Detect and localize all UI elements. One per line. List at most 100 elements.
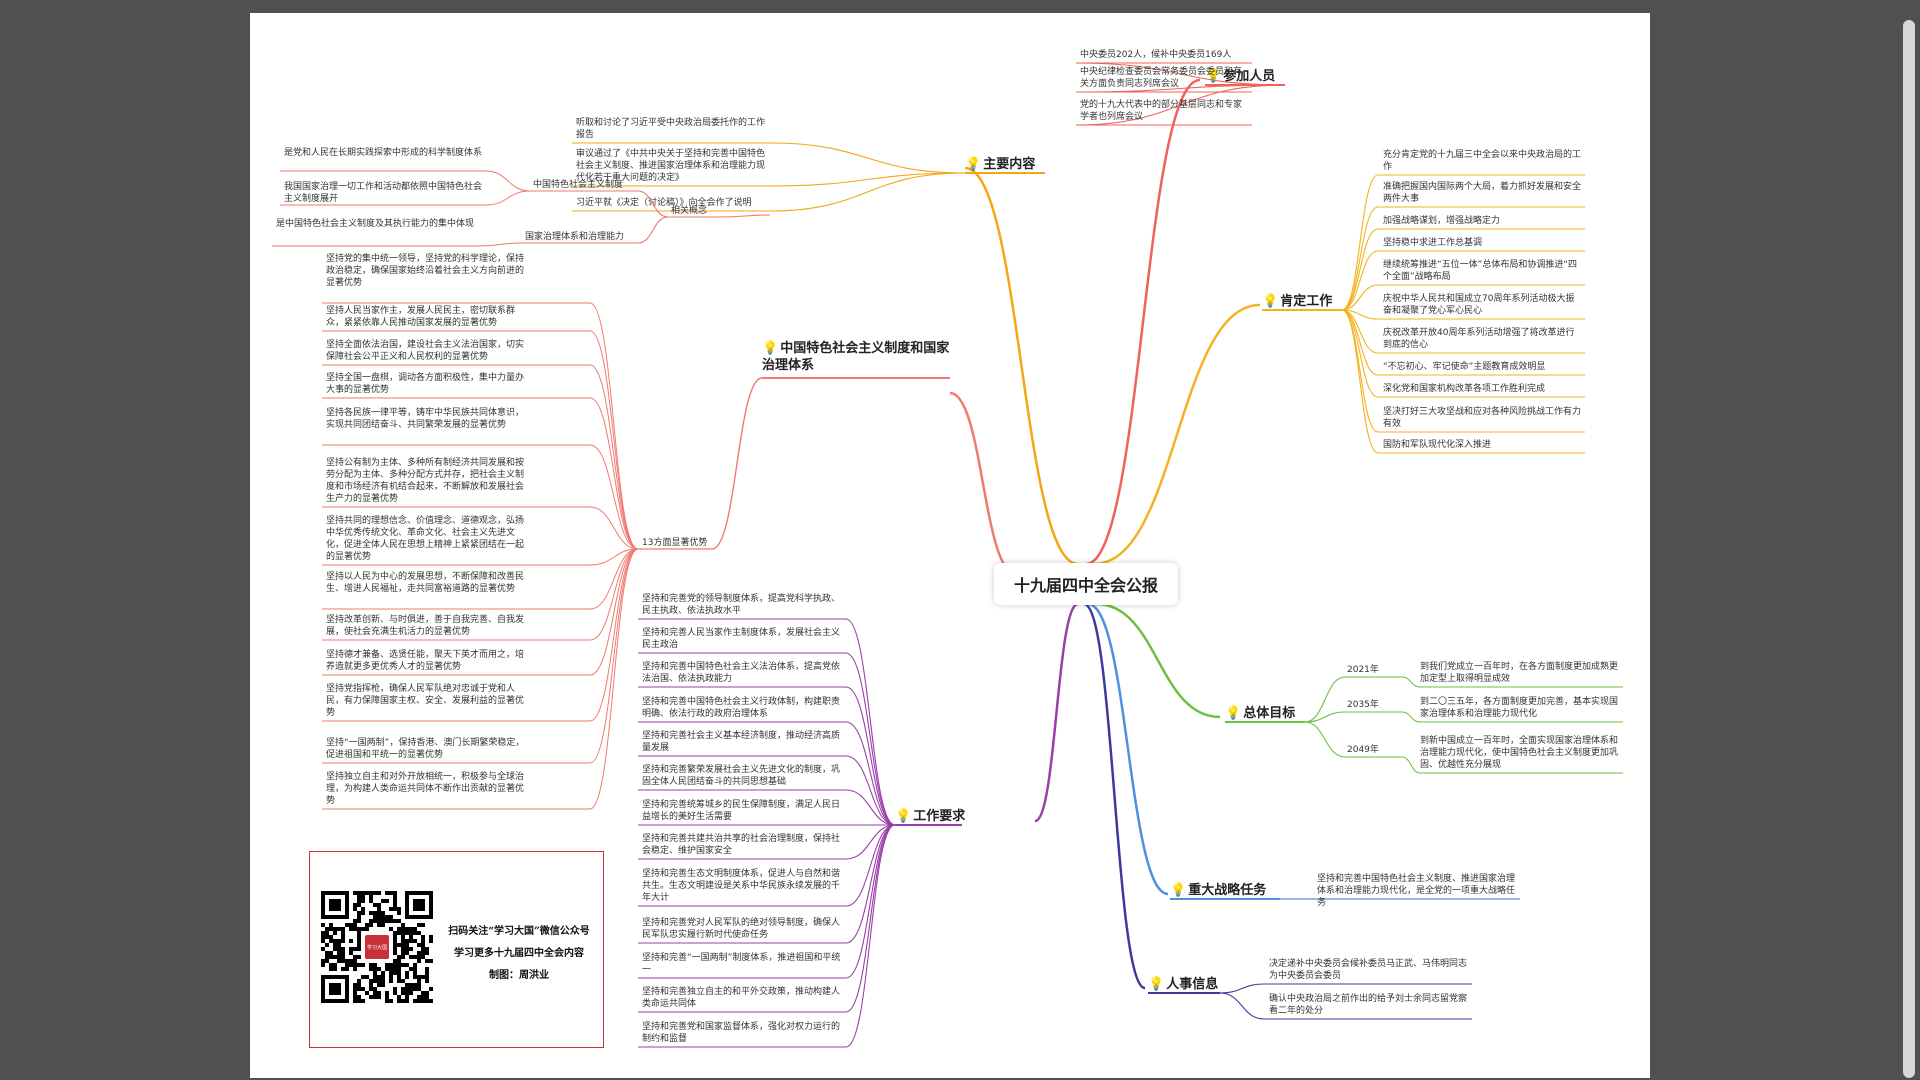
attendee-item[interactable]: 中央委员202人，候补中央委员169人 [1080, 50, 1232, 60]
advantage-item[interactable]: 坚持人民当家作主，发展人民民主，密切联系群众，紧紧依靠人民推动国家发展的显著优势 [326, 306, 516, 328]
qr-code-icon[interactable]: 学习大国 [318, 888, 436, 1008]
advantage-item[interactable]: 坚持德才兼备、选贤任能，聚天下英才而用之，培养造就更多更优秀人才的显著优势 [326, 650, 525, 672]
qr-module [329, 955, 333, 959]
qr-module [369, 891, 373, 895]
requirement-item[interactable]: 坚持和完善党对人民军队的绝对领导制度，确保人民军队忠实履行新时代使命任务 [642, 918, 841, 940]
qr-module [369, 911, 373, 915]
requirement-item[interactable]: 坚持和完善统筹城乡的民生保障制度，满足人民日益增长的美好生活需要 [642, 800, 841, 822]
qr-module [385, 991, 389, 995]
lightbulb-icon: 💡 [1225, 706, 1242, 721]
qr-module [385, 919, 389, 923]
attendee-item[interactable]: 中央纪律检查委员会常务委员会委员和有关方面负责同志列席会议 [1080, 67, 1243, 89]
qr-module [393, 951, 397, 955]
goal-item[interactable]: 到新中国成立一百年时，全面实现国家治理体系和治理能力现代化，使中国特色社会主义制… [1420, 736, 1619, 770]
concept-definition[interactable]: 我国国家治理一切工作和活动都依照中国特色社会主义制度展开 [284, 182, 483, 204]
advantage-item[interactable]: 坚持改革创新、与时俱进，善于自我完善、自我发展，使社会充满生机活力的显著优势 [326, 615, 525, 637]
attendee-item[interactable]: 党的十九大代表中的部分基层同志和专家学者也列席会议 [1080, 100, 1243, 122]
qr-finder [329, 899, 341, 911]
affirm-item[interactable]: 庆祝中华人民共和国成立70周年系列活动极大振奋和凝聚了党心军心民心 [1383, 294, 1575, 316]
requirement-item[interactable]: 坚持和完善中国特色社会主义行政体制，构建职责明确、依法行政的政府治理体系 [642, 697, 841, 719]
qr-module [413, 939, 417, 943]
branch-main-content[interactable]: 💡主要内容 [965, 156, 1035, 173]
qr-module [357, 915, 361, 919]
connector [589, 548, 639, 566]
branch-system[interactable]: 💡中国特色社会主义制度和国家治理体系 [762, 340, 952, 374]
main-content-item[interactable]: 听取和讨论了习近平受中央政治局委托作的工作报告 [576, 118, 766, 140]
qr-module [345, 959, 349, 963]
qr-module [373, 903, 377, 907]
qr-module [329, 939, 333, 943]
branch-requirements[interactable]: 💡工作要求 [895, 808, 965, 825]
affirm-item[interactable]: 继续统筹推进“五位一体”总体布局和协调推进“四个全面”战略布局 [1383, 260, 1577, 282]
requirement-item[interactable]: 坚持和完善“一国两制”制度体系，推进祖国和平统一 [642, 953, 841, 975]
requirement-item[interactable]: 坚持和完善中国特色社会主义法治体系，提高党依法治国、依法执政能力 [642, 662, 841, 684]
requirement-item[interactable]: 坚持和完善共建共治共享的社会治理制度，保持社会稳定、维护国家安全 [642, 834, 841, 856]
qr-module [429, 939, 433, 943]
connector [1083, 602, 1146, 990]
qr-module [401, 979, 405, 983]
requirement-item[interactable]: 坚持和完善生态文明制度体系，促进人与自然和谐共生。生态文明建设是关系中华民族永续… [642, 869, 841, 903]
qr-module [337, 947, 341, 951]
qr-module [421, 951, 425, 955]
branch-strategy[interactable]: 💡重大战略任务 [1170, 882, 1266, 899]
qr-module [421, 991, 425, 995]
qr-module [361, 999, 365, 1003]
qr-module [377, 991, 381, 995]
advantage-item[interactable]: 坚持以人民为中心的发展思想，不断保障和改善民生、增进人民福祉，走共同富裕道路的显… [326, 572, 525, 594]
affirm-item[interactable]: 准确把握国内国际两个大局，着力抓好发展和安全两件大事 [1383, 182, 1582, 204]
requirement-item[interactable]: 坚持和完善繁荣发展社会主义先进文化的制度，巩固全体人民团结奋斗的共同思想基础 [642, 765, 841, 787]
qr-module [377, 967, 381, 971]
advantage-item[interactable]: 坚持公有制为主体、多种所有制经济共同发展和按劳分配为主体、多种分配方式并存，把社… [326, 458, 525, 504]
advantage-item[interactable]: 坚持全国一盘棋，调动各方面积极性，集中力量办大事的显著优势 [326, 373, 525, 395]
qr-module [393, 931, 397, 935]
requirement-item[interactable]: 坚持和完善社会主义基本经济制度，推动经济高质量发展 [642, 731, 841, 753]
requirement-item[interactable]: 坚持和完善党和国家监督体系，强化对权力运行的制约和监督 [642, 1022, 841, 1044]
main-content-item[interactable]: 审议通过了《中共中央关于坚持和完善中国特色社会主义制度、推进国家治理体系和治理能… [576, 149, 766, 183]
advantage-item[interactable]: 坚持党的集中统一领导，坚持党的科学理论，保持政治稳定，确保国家始终沿着社会主义方… [326, 254, 525, 288]
personnel-item[interactable]: 确认中央政治局之前作出的给予刘士余同志留党察看二年的处分 [1269, 994, 1468, 1016]
qr-module [405, 999, 409, 1003]
advantage-item[interactable]: 坚持党指挥枪，确保人民军队绝对忠诚于党和人民，有力保障国家主权、安全、发展利益的… [326, 684, 525, 718]
affirm-item[interactable]: 庆祝改革开放40周年系列活动增强了将改革进行到底的信心 [1383, 328, 1575, 350]
goal-item[interactable]: 到二〇三五年，各方面制度更加完善，基本实现国家治理体系和治理能力现代化 [1420, 697, 1619, 719]
affirm-item[interactable]: 充分肯定党的十九届三中全会以来中央政治局的工作 [1383, 150, 1582, 172]
connector [589, 397, 639, 550]
connector [1341, 309, 1379, 376]
concept-definition[interactable]: 是中国特色社会主义制度及其执行能力的集中体现 [276, 219, 475, 229]
affirm-item[interactable]: “不忘初心、牢记使命”主题教育成效明显 [1383, 362, 1546, 372]
strategy-item[interactable]: 坚持和完善中国特色社会主义制度、推进国家治理体系和治理能力现代化，是全党的一项重… [1317, 874, 1516, 908]
advantage-item[interactable]: 坚持全面依法治国，建设社会主义法治国家，切实保障社会公平正义和人民权利的显著优势 [326, 340, 525, 362]
branch-personnel[interactable]: 💡人事信息 [1148, 976, 1218, 993]
lightbulb-icon: 💡 [1262, 294, 1279, 309]
requirement-item[interactable]: 坚持和完善人民当家作主制度体系，发展社会主义民主政治 [642, 628, 841, 650]
advantage-item[interactable]: 坚持共同的理想信念、价值理念、道德观念，弘扬中华优秀传统文化、革命文化、社会主义… [326, 516, 525, 562]
connector [589, 548, 639, 764]
qr-module [325, 927, 329, 931]
advantage-item[interactable]: 坚持独立自主和对外开放相统一，积极参与全球治理，为构建人类命运共同体不断作出贡献… [326, 772, 525, 806]
branch-attendees[interactable]: 💡参加人员 [1205, 68, 1275, 85]
vertical-scrollbar[interactable] [1903, 20, 1915, 1078]
main-content-item[interactable]: 习近平就《决定（讨论稿）》向全会作了说明 [576, 198, 752, 208]
qr-module [373, 967, 377, 971]
requirement-item[interactable]: 坚持和完善独立自主的和平外交政策，推动构建人类命运共同体 [642, 987, 841, 1009]
affirm-item[interactable]: 坚持稳中求进工作总基调 [1383, 238, 1483, 248]
concept-definition[interactable]: 是党和人民在长期实践探索中形成的科学制度体系 [284, 148, 483, 158]
goal-year: 2021年 [1347, 665, 1379, 675]
connector [711, 377, 763, 550]
affirm-item[interactable]: 国防和军队现代化深入推进 [1383, 440, 1492, 450]
qr-module [377, 891, 381, 895]
goal-item[interactable]: 到我们党成立一百年时，在各方面制度更加成熟更加定型上取得明显成效 [1420, 662, 1619, 684]
qr-module [357, 919, 361, 923]
personnel-item[interactable]: 决定递补中央委员会候补委员马正武、马伟明同志为中央委员会委员 [1269, 959, 1468, 981]
affirm-item[interactable]: 坚决打好三大攻坚战和应对各种风险挑战工作有力有效 [1383, 407, 1582, 429]
branch-affirm[interactable]: 💡肯定工作 [1262, 293, 1332, 310]
branch-goals[interactable]: 💡总体目标 [1225, 705, 1295, 722]
requirement-item[interactable]: 坚持和完善党的领导制度体系，提高党科学执政、民主执政、依法执政水平 [642, 594, 841, 616]
affirm-item[interactable]: 加强战略谋划，增强战略定力 [1383, 216, 1501, 226]
advantage-item[interactable]: 坚持各民族一律平等，铸牢中华民族共同体意识，实现共同团结奋斗、共同繁荣发展的显著… [326, 408, 525, 430]
qr-module [393, 903, 397, 907]
central-topic[interactable]: 十九届四中全会公报 [994, 563, 1178, 605]
advantage-item[interactable]: 坚持“一国两制”，保持香港、澳门长期繁荣稳定，促进祖国和平统一的显著优势 [326, 738, 525, 760]
qr-module [357, 903, 361, 907]
affirm-item[interactable]: 深化党和国家机构改革各项工作胜利完成 [1383, 384, 1546, 394]
